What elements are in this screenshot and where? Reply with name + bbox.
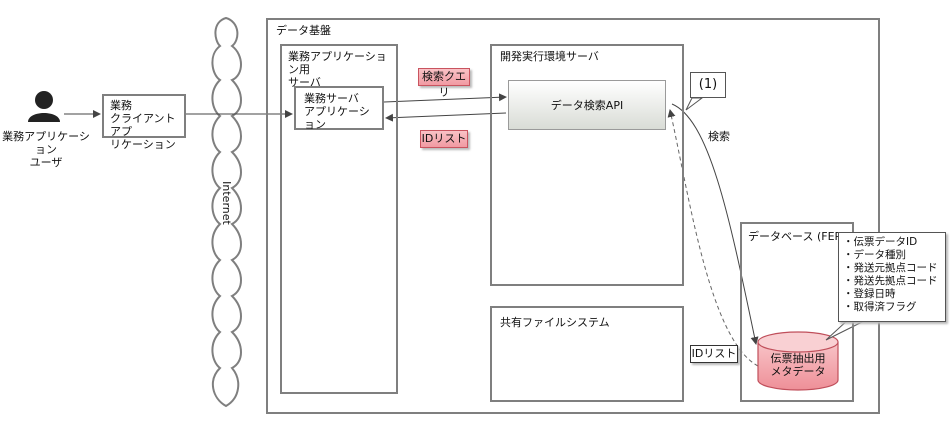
metadata-fields-callout: ・伝票データID ・データ種別 ・発送元拠点コード ・発送先拠点コード ・登録日…	[838, 232, 946, 322]
business-server-app-box: 業務サーバ アプリケーション	[294, 86, 384, 131]
metadata-label: 伝票抽出用 メタデータ	[770, 352, 826, 378]
internet-label: Internet	[220, 181, 233, 225]
database-fep-label: データベース (FEP)	[748, 230, 846, 243]
id-list-tag: IDリスト	[420, 130, 468, 148]
field-item: ・発送元拠点コード	[843, 262, 938, 274]
callout-1: (1)	[690, 72, 726, 98]
user-label: 業務アプリケーション ユーザ	[2, 130, 90, 169]
id-list-tag-plain: IDリスト	[690, 345, 738, 363]
field-item: ・取得済フラグ	[843, 301, 917, 313]
app-server-box: 業務アプリケーション用 サーバ	[280, 44, 398, 394]
query-tag: 検索クエリ	[418, 68, 470, 99]
metadata-cylinder	[757, 331, 839, 391]
field-item: ・発送先拠点コード	[843, 275, 938, 287]
client-app-box: 業務 クライアントアプ リケーション	[102, 94, 186, 151]
search-label: 検索	[708, 130, 730, 143]
data-platform-box: データ基盤	[266, 18, 880, 414]
app-server-label: 業務アプリケーション用 サーバ	[288, 50, 387, 89]
field-item: ・登録日時	[843, 288, 896, 300]
shared-file-system-box: 共有ファイルシステム	[490, 306, 684, 402]
data-platform-label: データ基盤	[276, 24, 331, 37]
client-app-label: 業務 クライアントアプ リケーション	[110, 99, 176, 151]
field-item: ・データ種別	[843, 249, 906, 261]
internet-cloud	[211, 16, 242, 408]
user-icon	[28, 91, 60, 122]
dev-server-label: 開発実行環境サーバ	[500, 50, 599, 63]
business-server-app-label: 業務サーバ アプリケーション	[304, 92, 370, 131]
dev-server-box: 開発実行環境サーバ	[490, 44, 684, 286]
data-search-api-box: データ検索API	[508, 80, 666, 130]
field-item: ・伝票データID	[843, 236, 918, 248]
shared-file-system-label: 共有ファイルシステム	[500, 316, 610, 329]
